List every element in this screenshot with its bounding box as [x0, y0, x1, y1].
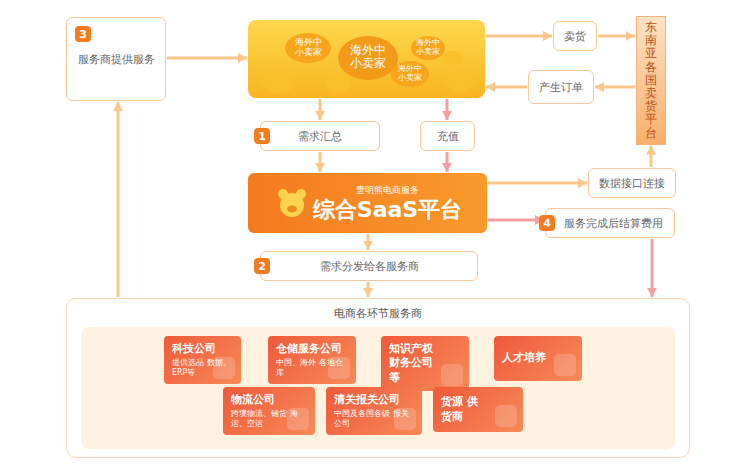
node-text: 海外中小卖家 [397, 65, 423, 83]
flow-arrow [167, 57, 247, 60]
provider-card: 清关报关公司中国及各国各级 报关公司 [326, 387, 422, 435]
seller-blob [262, 71, 294, 93]
node-text: 科技公司 [172, 342, 233, 356]
flow-arrow [117, 102, 120, 297]
saas-platform: 壹明熊电商服务综合SaaS平台 [248, 173, 487, 233]
node-text: 中国、海外 各地仓库 [276, 358, 348, 378]
callout-number: 2 [254, 258, 270, 274]
node-text: 中国及各国各级 报关公司 [334, 409, 414, 429]
flow-arrow [486, 35, 552, 38]
process-box: 1需求汇总 [260, 121, 380, 151]
node-text: 跨境物流、铺货 海运、空运 [231, 409, 307, 429]
node-text: 仓储服务公司 [276, 342, 348, 356]
callout-number: 1 [254, 128, 270, 144]
node-text: 东南亚各国卖货平台 [645, 21, 657, 140]
node-text: 物流公司 [231, 393, 307, 407]
process-box: 2需求分发给各服务商 [260, 251, 478, 281]
process-box: 产生订单 [528, 70, 594, 104]
node-text: 提供选品 数据、ERP等 [172, 358, 233, 378]
callout-number: 4 [539, 215, 555, 231]
flow-arrow [367, 282, 370, 297]
card-icon [495, 405, 517, 427]
flow-arrow [650, 146, 653, 167]
flow-arrow [598, 35, 635, 38]
node-text: 知识产权 财务公司等 [389, 342, 440, 385]
flow-arrow [488, 182, 587, 185]
provider-panel: 电商各环节服务商科技公司提供选品 数据、ERP等仓储服务公司中国、海外 各地仓库… [66, 298, 690, 458]
flow-arrow [486, 86, 527, 89]
node-text: 产生订单 [539, 80, 583, 95]
node-text: 清关报关公司 [334, 393, 414, 407]
process-box: 数据接口连接 [588, 168, 676, 198]
logo-snout [287, 206, 297, 213]
provider-card: 科技公司提供选品 数据、ERP等 [164, 336, 241, 384]
node-text: 海外中小卖家 [415, 39, 441, 57]
seller-blob [391, 61, 429, 87]
node-text: 综合SaaS平台 [313, 197, 462, 222]
process-box: 4服务完成后结算费用 [545, 208, 675, 238]
node-text: 壹明熊电商服务 [356, 184, 419, 197]
card-icon [441, 364, 463, 386]
flow-arrow [367, 234, 370, 250]
service-box: 3 服务商提供服务 [66, 17, 166, 101]
seller-blob [326, 76, 350, 92]
node-text: 卖货 [564, 29, 586, 44]
card-icon [554, 354, 576, 376]
node-text: 服务完成后结算费用 [558, 216, 663, 231]
node-text: 充值 [437, 129, 459, 144]
flow-arrow [446, 152, 449, 172]
node-text: 电商各环节服务商 [67, 306, 689, 321]
node-text: 货源 供货商 [441, 395, 481, 424]
process-box: 卖货 [553, 21, 597, 51]
callout-number: 3 [75, 26, 91, 42]
platform-column: 东南亚各国卖货平台 [636, 16, 666, 145]
bear-logo [274, 185, 310, 221]
flow-arrow [488, 219, 544, 222]
seller-panel: 海外中小卖家海外中小卖家海外中小卖家海外中小卖家 [248, 20, 485, 98]
node-text: 需求分发给各服务商 [320, 259, 419, 274]
seller-blob [338, 36, 398, 80]
provider-card: 物流公司跨境物流、铺货 海运、空运 [223, 387, 315, 435]
node-text: 海外中小卖家 [349, 44, 387, 70]
flow-arrow [651, 239, 654, 297]
node-text: 海外中小卖家 [294, 38, 323, 58]
node-text: 数据接口连接 [599, 176, 665, 191]
flow-arrow [595, 86, 635, 89]
process-box: 充值 [420, 121, 475, 151]
provider-card: 人才培养 [494, 336, 582, 381]
flow-arrow [319, 99, 322, 120]
seller-blob [411, 36, 445, 60]
seller-blob [443, 51, 463, 65]
logo-ear [278, 189, 288, 199]
provider-card: 仓储服务公司中国、海外 各地仓库 [268, 336, 356, 384]
node-text: 需求汇总 [298, 129, 342, 144]
node-text: 服务商提供服务 [78, 52, 155, 67]
seller-blob [285, 33, 331, 63]
node-text: 人才培养 [502, 351, 574, 365]
provider-card: 货源 供货商 [433, 387, 523, 432]
logo-ear [296, 189, 306, 199]
flow-arrow [319, 152, 322, 172]
seller-blob [446, 72, 474, 92]
provider-card: 知识产权 财务公司等 [381, 336, 469, 391]
flow-arrow [446, 99, 449, 120]
